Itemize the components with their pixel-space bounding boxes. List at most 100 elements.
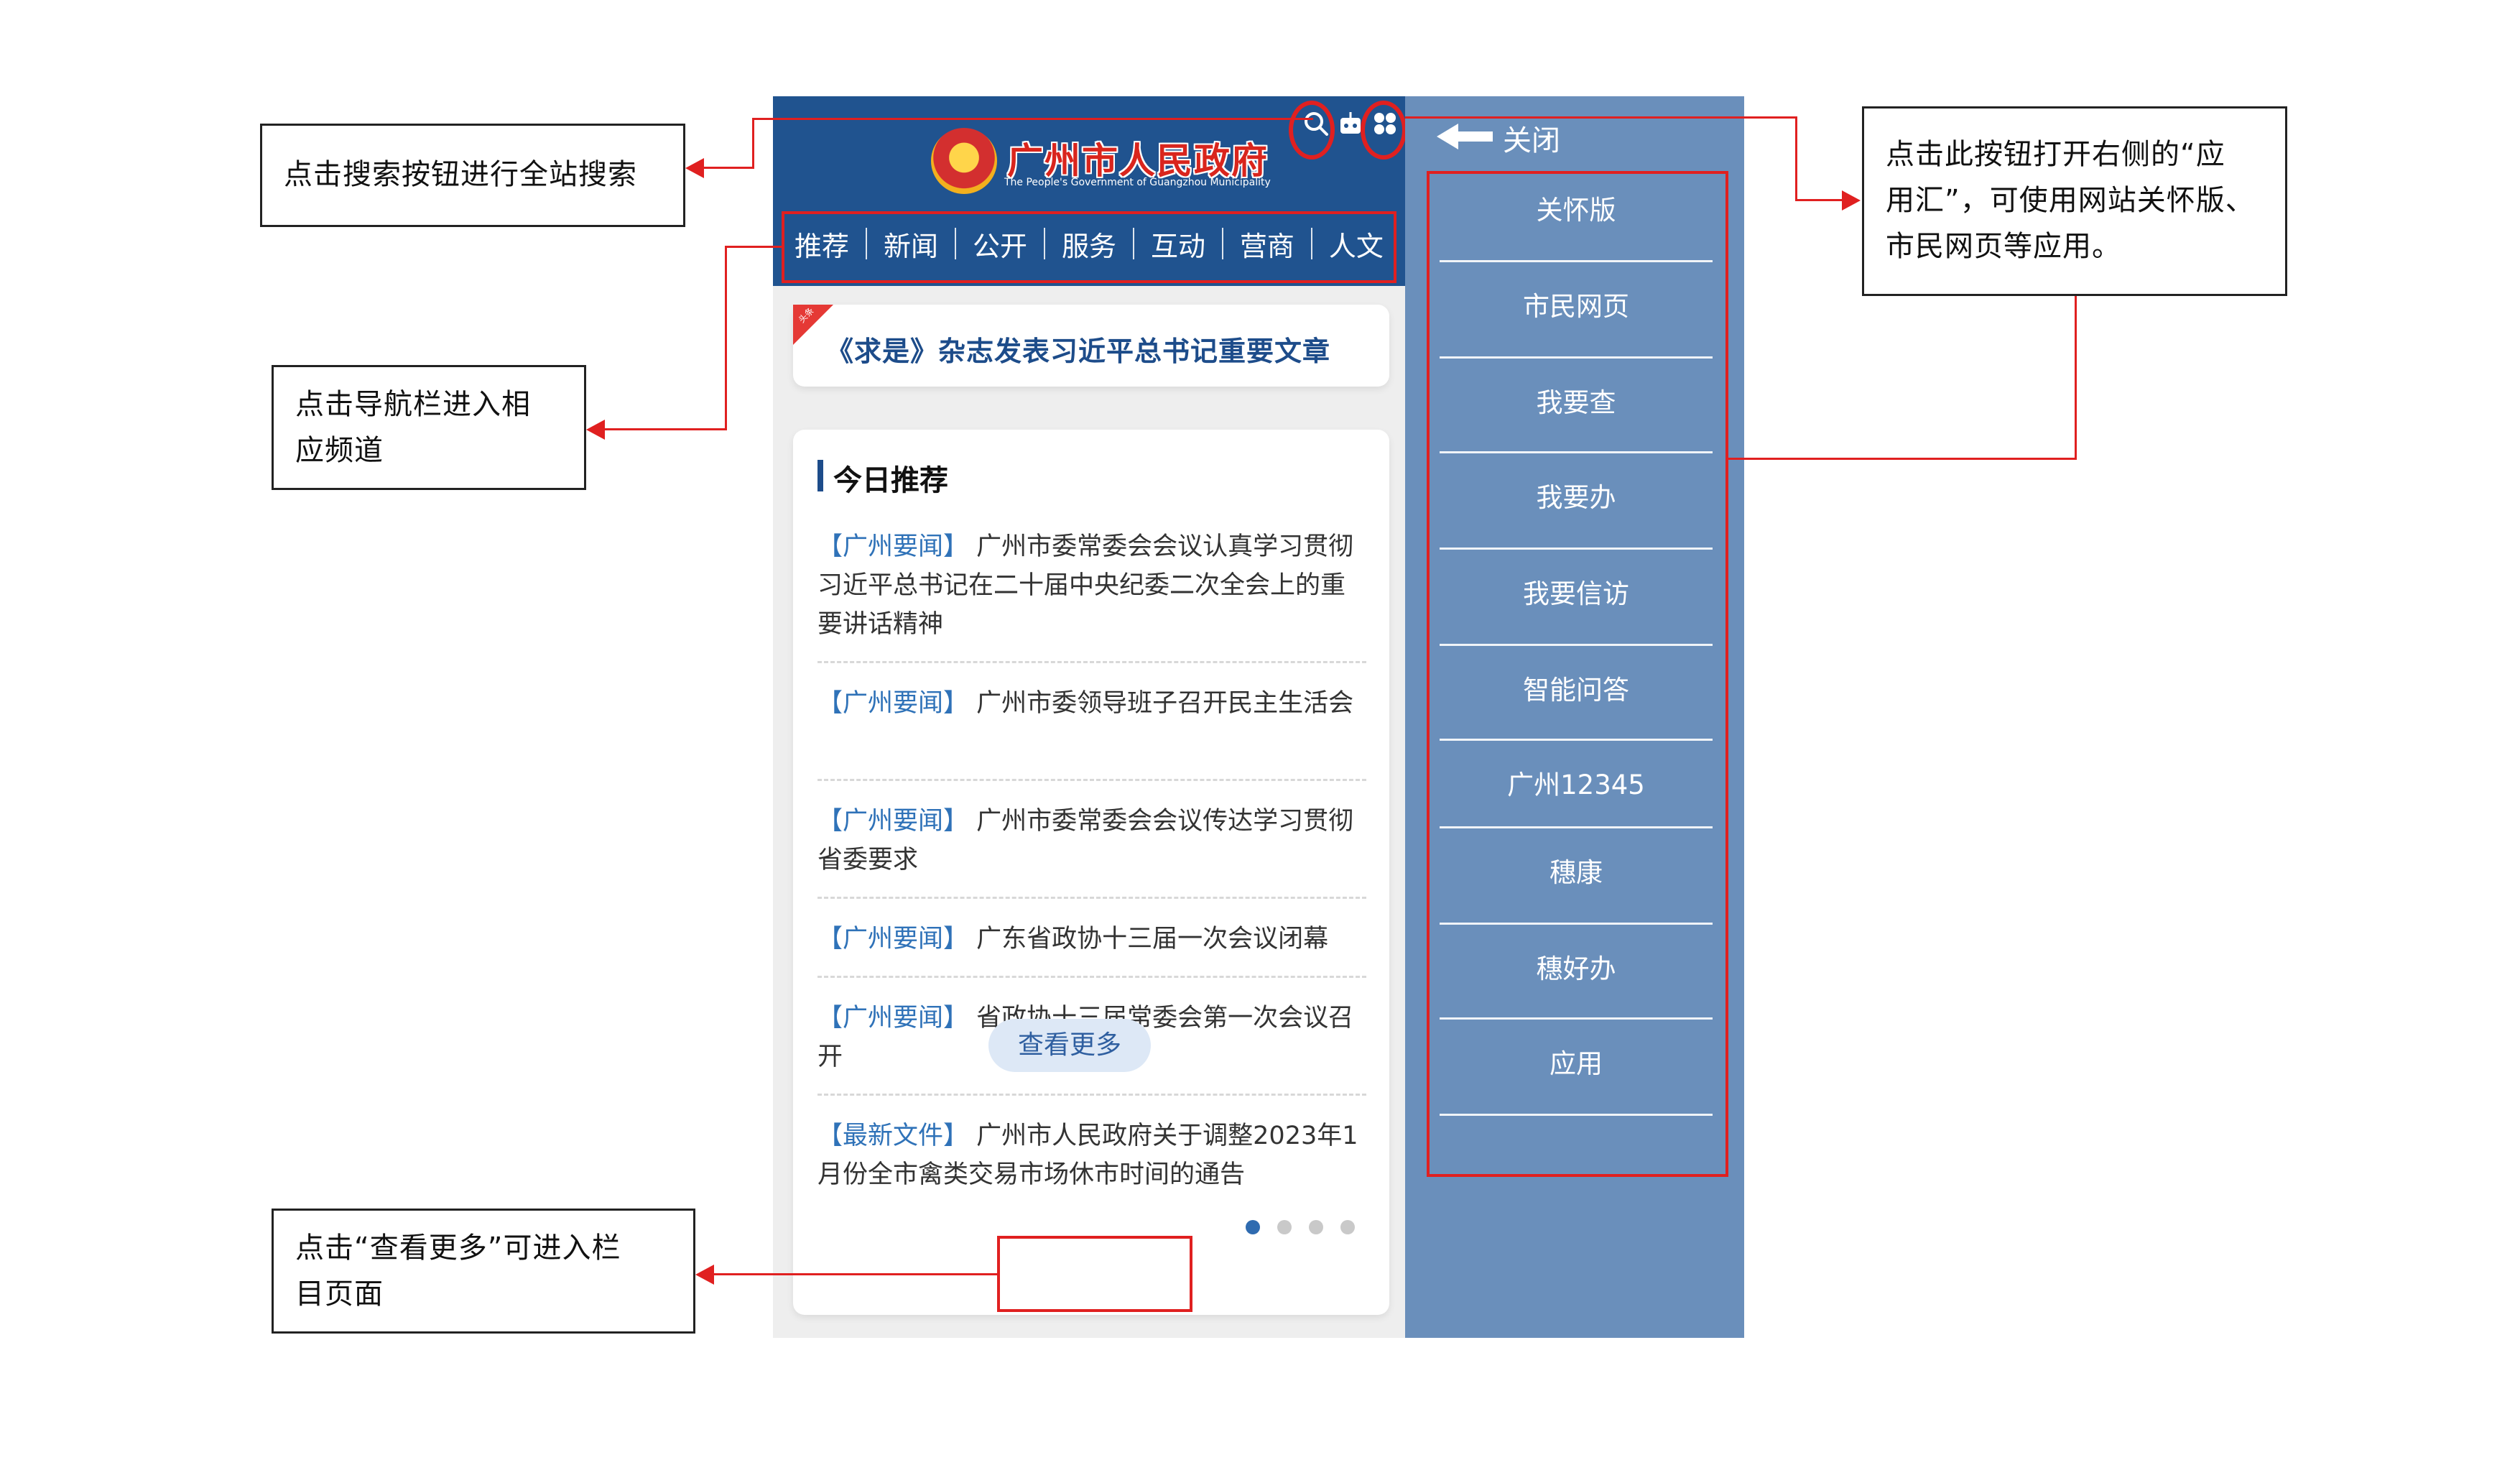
list-divider bbox=[817, 976, 1366, 978]
app-item-petition[interactable]: 我要信访 bbox=[1523, 578, 1629, 609]
nav-highlight-rect bbox=[782, 211, 1396, 283]
star-icon: ★ bbox=[955, 142, 972, 164]
news-text: 广州市委常委会会议认真学习贯彻习近平总书记在二十届中央纪委二次全会上的重要讲话精… bbox=[817, 532, 1354, 639]
app-divider bbox=[1440, 826, 1713, 828]
arrow-left-icon bbox=[695, 1265, 714, 1285]
news-text: 广州市人民政府关于调整2023年1月份全市禽类交易市场休市时间的通告 bbox=[817, 1122, 1358, 1189]
connector-line bbox=[725, 246, 727, 430]
news-category: 【广州要闻】 bbox=[817, 532, 969, 561]
callout-more-line2: 目页面 bbox=[295, 1278, 384, 1311]
nav-item-news[interactable]: 新闻 bbox=[883, 230, 938, 262]
pager-dot[interactable] bbox=[1277, 1220, 1292, 1234]
nav-bar: 推荐 新闻 公开 服务 互动 营商 人文 bbox=[782, 211, 1396, 276]
connector-line bbox=[700, 1273, 997, 1275]
list-divider bbox=[817, 897, 1366, 899]
search-highlight-circle bbox=[1289, 101, 1335, 160]
connector-line bbox=[725, 246, 782, 248]
pager-dot[interactable] bbox=[1309, 1220, 1323, 1234]
connector-line bbox=[1728, 458, 2077, 460]
headline-text[interactable]: 《求是》杂志发表习近平总书记重要文章 bbox=[826, 336, 1331, 367]
pager-dot[interactable] bbox=[1246, 1220, 1260, 1234]
headline-card[interactable]: 头条 《求是》杂志发表习近平总书记重要文章 bbox=[793, 305, 1389, 387]
connector-line bbox=[2075, 296, 2077, 460]
news-category: 【广州要闻】 bbox=[817, 689, 969, 718]
list-item[interactable]: 【广州要闻】 广州市委领导班子召开民主生活会 bbox=[817, 684, 1366, 723]
recommend-title: 今日推荐 bbox=[817, 457, 948, 499]
news-category: 【广州要闻】 bbox=[817, 925, 969, 953]
app-divider bbox=[1440, 451, 1713, 453]
robot-icon[interactable] bbox=[1335, 109, 1366, 146]
arrow-right-icon bbox=[1842, 190, 1861, 211]
nav-divider bbox=[866, 228, 867, 259]
news-text: 广州市委常委会会议传达学习贯彻省委要求 bbox=[817, 807, 1354, 874]
app-panel: 关闭 关怀版 市民网页 我要查 我要办 我要信访 智能问答 广州12345 穗康… bbox=[1405, 96, 1744, 1338]
callout-search-text: 点击搜索按钮进行全站搜索 bbox=[284, 158, 637, 191]
nav-divider bbox=[1043, 228, 1045, 259]
apps-highlight-circle bbox=[1361, 101, 1405, 160]
headline-tag bbox=[793, 305, 833, 345]
callout-nav-line1: 点击导航栏进入相 bbox=[295, 388, 531, 421]
app-item-query[interactable]: 我要查 bbox=[1536, 387, 1616, 418]
callout-apps-line2: 用汇”，可使用网站关怀版、 bbox=[1886, 184, 2255, 217]
callout-nav: 点击导航栏进入相 应频道 bbox=[272, 365, 586, 490]
more-highlight-rect bbox=[997, 1236, 1192, 1312]
callout-nav-line2: 应频道 bbox=[295, 434, 384, 467]
app-item-suikang[interactable]: 穗康 bbox=[1549, 857, 1603, 888]
nav-divider bbox=[954, 228, 956, 259]
panel-highlight-rect bbox=[1427, 171, 1728, 1177]
nav-item-interact[interactable]: 互动 bbox=[1150, 230, 1205, 262]
nav-divider bbox=[1310, 228, 1312, 259]
nav-item-open[interactable]: 公开 bbox=[972, 230, 1027, 262]
recommend-card: 今日推荐 【广州要闻】 广州市委常委会会议认真学习贯彻习近平总书记在二十届中央纪… bbox=[793, 430, 1389, 1315]
nav-item-service[interactable]: 服务 bbox=[1061, 230, 1116, 262]
connector-line bbox=[752, 118, 754, 169]
site-header: ★ 广州市人民政府 The People's Government of Gua… bbox=[773, 96, 1405, 286]
list-divider bbox=[817, 779, 1366, 781]
arrow-left-icon bbox=[685, 158, 704, 178]
app-item-qa[interactable]: 智能问答 bbox=[1523, 675, 1629, 706]
arrow-left-icon bbox=[586, 420, 605, 440]
callout-more: 点击“查看更多”可进入栏 目页面 bbox=[272, 1209, 695, 1334]
arrow-left-icon bbox=[1437, 118, 1493, 158]
close-button[interactable]: 关闭 bbox=[1437, 116, 1560, 160]
callout-apps: 点击此按钮打开右侧的“应 用汇”，可使用网站关怀版、 市民网页等应用。 bbox=[1862, 106, 2287, 296]
callout-search: 点击搜索按钮进行全站搜索 bbox=[260, 124, 685, 227]
nav-divider bbox=[1221, 228, 1223, 259]
phone-screen: ★ 广州市人民政府 The People's Government of Gua… bbox=[773, 96, 1405, 1338]
pager-dot[interactable] bbox=[1340, 1220, 1355, 1234]
app-divider bbox=[1440, 644, 1713, 646]
close-label: 关闭 bbox=[1503, 124, 1560, 157]
news-text: 广州市委领导班子召开民主生活会 bbox=[976, 689, 1354, 718]
app-item-handle[interactable]: 我要办 bbox=[1536, 482, 1616, 513]
app-item-apps[interactable]: 应用 bbox=[1549, 1048, 1603, 1079]
nav-item-culture[interactable]: 人文 bbox=[1328, 230, 1384, 262]
site-subtitle: The People's Government of Guangzhou Mun… bbox=[1004, 177, 1271, 188]
site-title[interactable]: 广州市人民政府 bbox=[1007, 140, 1269, 182]
app-divider bbox=[1440, 548, 1713, 550]
news-text: 广东省政协十三届一次会议闭幕 bbox=[976, 925, 1329, 953]
app-divider bbox=[1440, 260, 1713, 262]
app-divider bbox=[1440, 923, 1713, 925]
view-more-button[interactable]: 查看更多 bbox=[988, 1019, 1151, 1072]
news-category: 【广州要闻】 bbox=[817, 1004, 969, 1032]
list-divider bbox=[817, 661, 1366, 663]
connector-line bbox=[1795, 199, 1843, 201]
list-divider bbox=[817, 1094, 1366, 1096]
connector-line bbox=[752, 118, 1313, 120]
nav-item-recommend[interactable]: 推荐 bbox=[795, 230, 850, 262]
nav-divider bbox=[1132, 228, 1134, 259]
app-item-citizen[interactable]: 市民网页 bbox=[1523, 291, 1629, 322]
list-item[interactable]: 【广州要闻】 广州市委常委会会议认真学习贯彻习近平总书记在二十届中央纪委二次全会… bbox=[817, 527, 1366, 644]
app-item-suihaoban[interactable]: 穗好办 bbox=[1536, 953, 1616, 984]
app-item-12345[interactable]: 广州12345 bbox=[1507, 770, 1645, 800]
connector-line bbox=[590, 428, 727, 430]
nav-item-business[interactable]: 营商 bbox=[1239, 230, 1294, 262]
list-item[interactable]: 【广州要闻】 广东省政协十三届一次会议闭幕 bbox=[817, 920, 1366, 958]
news-category: 【最新文件】 bbox=[817, 1122, 969, 1150]
connector-line bbox=[1405, 116, 1797, 119]
list-item[interactable]: 【广州要闻】 广州市委常委会会议传达学习贯彻省委要求 bbox=[817, 802, 1366, 879]
app-item-care[interactable]: 关怀版 bbox=[1536, 195, 1616, 226]
app-divider bbox=[1440, 356, 1713, 359]
list-item[interactable]: 【最新文件】 广州市人民政府关于调整2023年1月份全市禽类交易市场休市时间的通… bbox=[817, 1117, 1366, 1194]
callout-more-line1: 点击“查看更多”可进入栏 bbox=[295, 1232, 621, 1265]
